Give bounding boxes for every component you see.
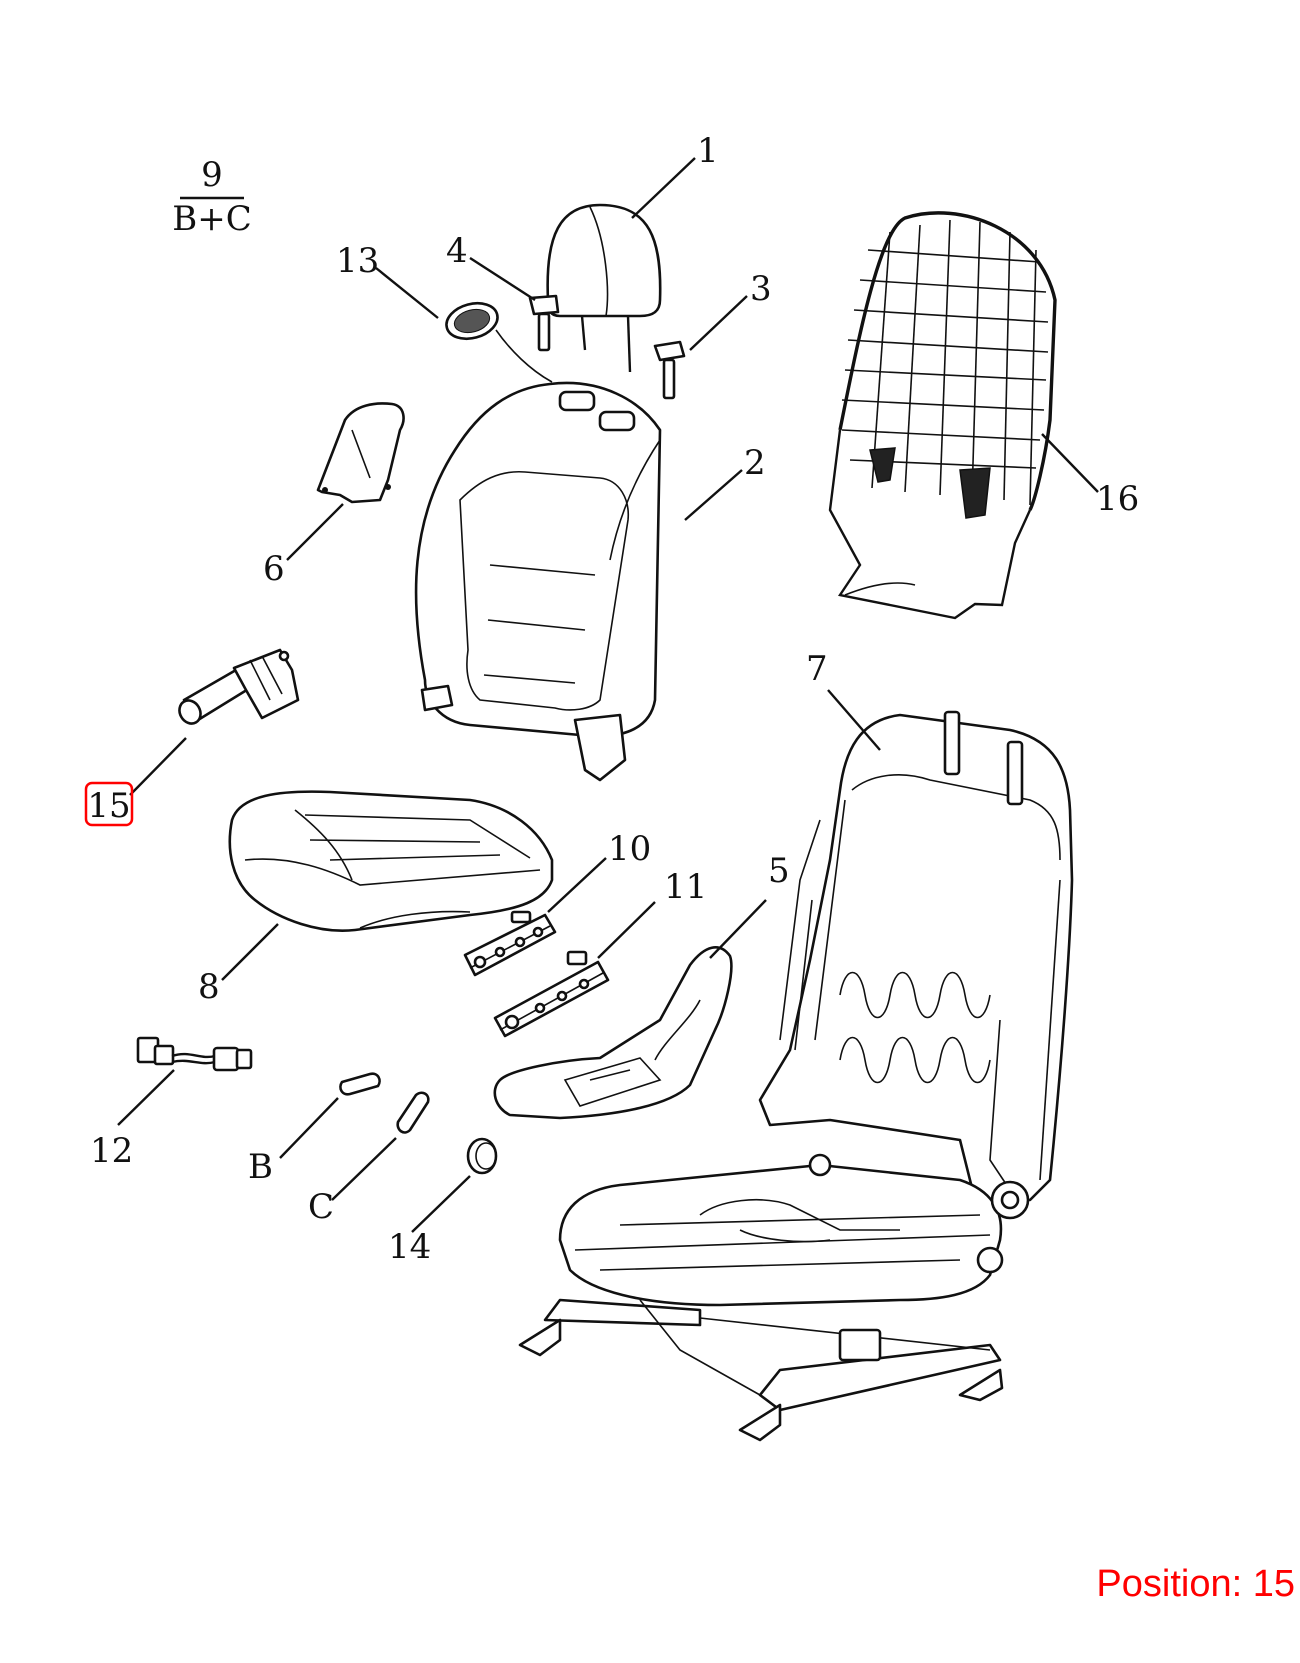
part-14-plug[interactable] <box>466 1137 498 1175</box>
leader-C <box>331 1137 397 1201</box>
callout-3: 3 <box>750 269 772 309</box>
callout-15-highlight[interactable]: 15 <box>84 781 134 827</box>
callout-1: 1 <box>697 131 719 171</box>
callout-16: 16 <box>1096 479 1139 519</box>
leader-3 <box>689 295 748 351</box>
position-label: Position: 15 <box>1096 1563 1295 1605</box>
callout-12: 12 <box>90 1131 133 1171</box>
leader-5 <box>709 899 767 959</box>
callout-8: 8 <box>198 967 220 1007</box>
part-6-trim-bracket[interactable] <box>316 402 405 504</box>
part-16-suspension-mat[interactable] <box>828 211 1057 620</box>
part-8-seat-cushion-cover[interactable] <box>228 790 554 932</box>
leader-11 <box>597 901 656 959</box>
callout-10: 10 <box>608 829 651 869</box>
part-7-seat-frame[interactable] <box>518 710 1074 1442</box>
part-4-headrest-guide[interactable] <box>528 294 560 352</box>
part-12-wiring-harness[interactable] <box>136 1036 253 1072</box>
callout-B: B <box>248 1147 273 1187</box>
part-15-adjust-motor[interactable] <box>175 648 300 727</box>
callout-14: 14 <box>388 1227 431 1267</box>
part-5-side-trim[interactable] <box>493 946 733 1120</box>
part-1-headrest[interactable] <box>546 203 662 373</box>
part-B-knob-cap[interactable] <box>339 1072 381 1096</box>
leader-2 <box>684 469 743 521</box>
kit-fraction: 9 B+C <box>172 155 252 239</box>
callout-4: 4 <box>446 231 468 271</box>
mat-grid <box>841 219 1049 506</box>
callout-6: 6 <box>263 549 285 589</box>
part-10-switch-module[interactable] <box>463 910 557 977</box>
fraction-numerator: 9 <box>201 155 223 195</box>
leader-7 <box>827 689 881 751</box>
leader-12 <box>117 1069 175 1126</box>
callout-7: 7 <box>806 649 828 689</box>
leader-16 <box>1041 433 1099 493</box>
leader-10 <box>547 857 607 913</box>
leader-15 <box>129 737 187 796</box>
part-C-knob-cap[interactable] <box>396 1091 430 1134</box>
leader-6 <box>286 503 344 561</box>
leader-4 <box>469 256 536 302</box>
part-11-switch-module[interactable] <box>493 950 610 1038</box>
callout-11: 11 <box>664 867 707 907</box>
fraction-denominator: B+C <box>172 199 252 239</box>
leader-1 <box>631 157 696 219</box>
part-2-seat-back-cover[interactable] <box>414 381 662 782</box>
leader-B <box>279 1097 339 1159</box>
leader-13 <box>375 267 439 319</box>
callout-2: 2 <box>744 443 766 483</box>
leader-14 <box>411 1175 471 1233</box>
part-13-speaker-grille[interactable] <box>442 298 553 383</box>
callout-5: 5 <box>768 851 790 891</box>
highlight-box <box>84 781 134 827</box>
callout-13: 13 <box>336 241 379 281</box>
leader-8 <box>221 923 279 981</box>
callout-15: 15 <box>87 786 130 826</box>
callout-C: C <box>308 1187 334 1227</box>
part-3-headrest-guide[interactable] <box>653 340 686 400</box>
